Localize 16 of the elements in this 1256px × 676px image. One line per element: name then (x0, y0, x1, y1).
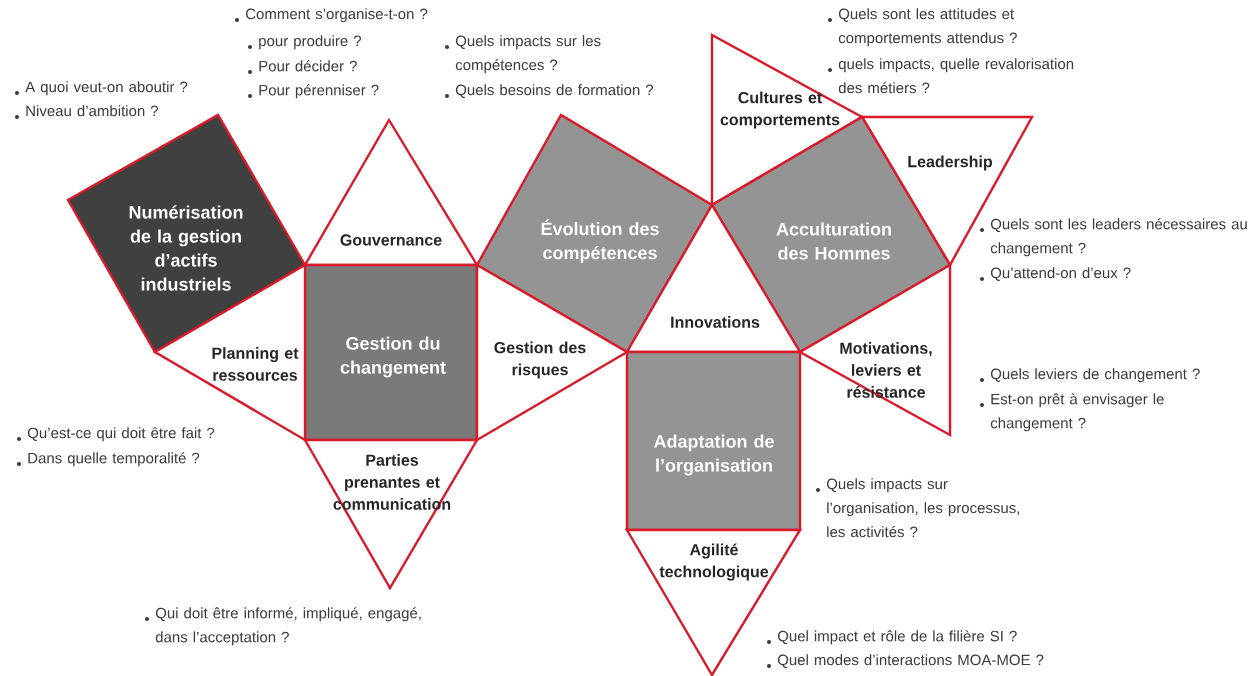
question-text: A quoi veut-on aboutir ? (25, 81, 188, 96)
square-panel: Adaptation de l’organisation (625, 350, 802, 532)
question-text: Quels impacts sur les compétences ? (455, 35, 601, 74)
question-text: Quels impacts sur l’organisation, les processus, les activités ? (826, 478, 1020, 538)
question-text: Est-on prêt à envisager le changement ? (990, 393, 1164, 432)
question-text: pour produire ? (259, 35, 361, 50)
square-panel: Gestion du changement (303, 263, 479, 442)
question-text: Comment s’organise-t-on ? (246, 8, 428, 23)
question-text: Quels leviers de changement ? (990, 368, 1200, 383)
question-text: Qu’attend-on d’eux ? (990, 267, 1131, 281)
node-label: Agilité technologique (659, 543, 769, 581)
question-text: Pour décider ? (259, 60, 357, 72)
question-text: Pour pérenniser ? (259, 84, 379, 99)
question-text: Qui doit être informé, impliqué, engagé, dans l’acceptation ? (155, 607, 421, 646)
question-text: Quels besoins de formation ? (455, 84, 654, 98)
question-text: Dans quelle temporalité ? (28, 452, 200, 467)
